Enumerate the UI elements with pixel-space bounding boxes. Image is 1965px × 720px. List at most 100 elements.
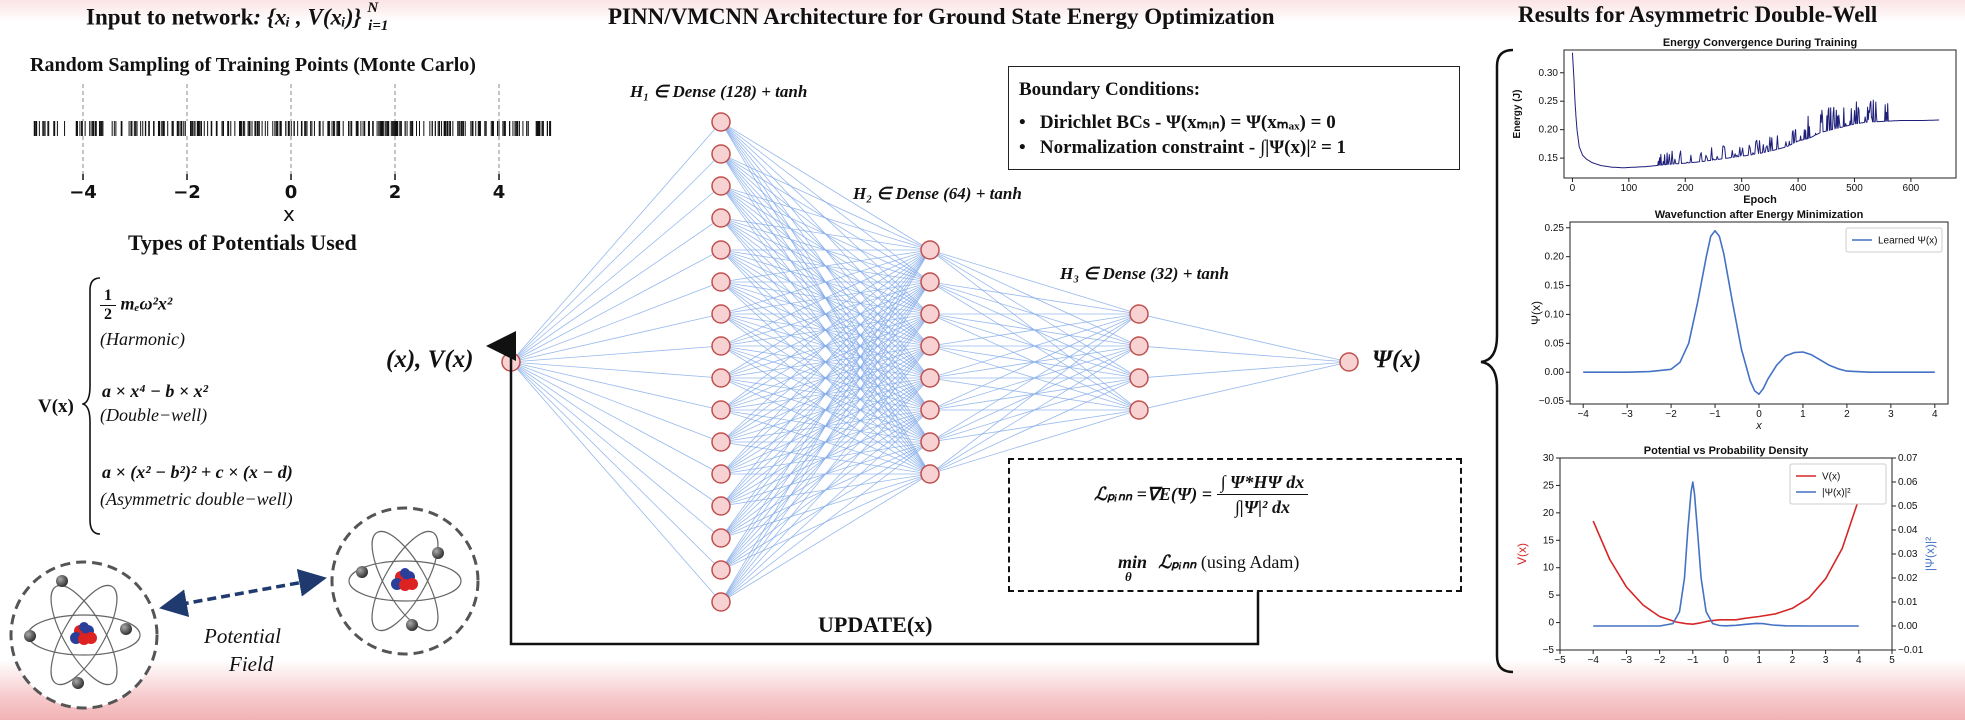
y-tick-label: 0.25 (1545, 223, 1565, 234)
network-edge (720, 249, 931, 347)
loss-numerator: ∫ Ψ*HΨ dx (1216, 470, 1309, 495)
potential-brace (82, 277, 101, 535)
x-tick-label: 5 (1889, 655, 1895, 666)
network-edge (720, 473, 931, 603)
network-edge (929, 313, 1140, 379)
network-edge (720, 377, 931, 603)
network-node-l3 (1129, 304, 1149, 324)
network-node-l1 (711, 144, 731, 164)
y-tick-label: 0.25 (1539, 96, 1559, 107)
sample-guides (82, 84, 500, 180)
network-edge (510, 361, 722, 603)
x-tick-label: 4 (1856, 655, 1862, 666)
x-tick-label: 500 (1846, 183, 1863, 194)
chart-title: Wavefunction after Energy Minimization (1655, 209, 1864, 221)
network-edge (720, 281, 931, 603)
y-right-axis-label: |Ψ(x)|² (1923, 537, 1937, 571)
sampling-axis-label: x (283, 202, 295, 226)
h3-label: H₃ ∈ Dense (32) + tanh (1060, 264, 1229, 283)
network-edge (720, 249, 931, 443)
x-tick-label: 600 (1903, 183, 1920, 194)
y-right-tick-label: 0.05 (1898, 501, 1918, 512)
network-edge (510, 345, 722, 363)
x-tick-label: 2 (1844, 409, 1850, 420)
sampling-tick-label: 2 (388, 182, 402, 203)
x-tick-label: 200 (1677, 183, 1694, 194)
loss-box: ℒₚᵢₙₙ =∇E(Ψ) = ∫ Ψ*HΨ dx ∫|Ψ|² dx minθ ℒ… (1008, 458, 1462, 592)
network-edge (510, 361, 722, 379)
network-edge (720, 121, 931, 251)
x-tick-label: −3 (1621, 655, 1633, 666)
y-axis-label: V(x) (1515, 543, 1529, 565)
network-node-l1 (711, 464, 731, 484)
atom-right-icon (330, 506, 480, 656)
network-node-l2 (920, 368, 940, 388)
network-edge (720, 153, 931, 251)
network-edge (1138, 361, 1350, 411)
network-node-l1 (711, 304, 731, 324)
network-edge (720, 249, 931, 411)
network-node-l4 (1339, 352, 1359, 372)
x-tick-label: 3 (1888, 409, 1894, 420)
network-edge (929, 313, 1140, 347)
network-edge (720, 249, 931, 475)
y-right-tick-label: 0.06 (1898, 477, 1918, 488)
series-line (1583, 229, 1935, 395)
loss-min: minθ ℒₚᵢₙₙ (using Adam) (1118, 552, 1300, 584)
network-node-l3 (1129, 336, 1149, 356)
y-tick-label: 0 (1548, 618, 1554, 629)
x-tick-label: −2 (1665, 409, 1677, 420)
network-edge (720, 249, 931, 379)
x-tick-label: −2 (1654, 655, 1666, 666)
double-expr: a × x⁴ − b × x² (102, 381, 209, 401)
boundary-item-normalization: • Normalization constraint - ∫|Ψ(x)|² = … (1019, 137, 1347, 158)
update-feedback-arrow (486, 331, 1260, 646)
asym-expr: a × (x² − b²)² + c × (x − d) (102, 462, 293, 482)
sampling-tick-label: 0 (284, 182, 298, 203)
atom-left-icon (9, 560, 159, 710)
sampling-tick-label: −2 (173, 182, 201, 203)
network-edge (720, 217, 931, 251)
network-edge (510, 361, 722, 475)
network-edge (510, 361, 722, 539)
loss-lhs: ℒₚᵢₙₙ =∇E(Ψ) = (1094, 484, 1213, 504)
network-edge (720, 249, 931, 283)
x-tick-label: 4 (1932, 409, 1938, 420)
x-axis-label: x (1755, 420, 1762, 432)
network-node-l2 (920, 272, 940, 292)
y-tick-label: 10 (1543, 563, 1555, 574)
x-tick-label: 2 (1790, 655, 1796, 666)
network-edge (929, 377, 1140, 475)
network-edge (720, 249, 931, 603)
network-node-l2 (920, 464, 940, 484)
network-edge (510, 361, 722, 507)
network-node-l2 (920, 400, 940, 420)
input-title-prefix: Input to network (86, 4, 254, 30)
potential-field-arrow (159, 568, 327, 618)
network-node-l1 (711, 592, 731, 612)
network-node-l1 (711, 240, 731, 260)
x-tick-label: 3 (1823, 655, 1829, 666)
network-edge (929, 313, 1140, 411)
x-tick-label: −3 (1621, 409, 1633, 420)
potential-field-line2: Field (229, 652, 274, 676)
potential-field-line1: Potential (204, 624, 281, 648)
network-edge (929, 409, 1140, 475)
loss-fraction: ∫ Ψ*HΨ dx ∫|Ψ|² dx (1216, 470, 1309, 519)
network-node-l1 (711, 528, 731, 548)
y-tick-label: −0.05 (1539, 396, 1565, 407)
network-edge (510, 313, 722, 363)
network-edge (510, 121, 722, 363)
y-right-tick-label: 0.00 (1898, 621, 1918, 632)
network-edge (510, 361, 722, 411)
output-node-label: Ψ(x) (1372, 346, 1422, 373)
network-edge (510, 361, 722, 571)
x-tick-label: 0 (1723, 655, 1729, 666)
x-tick-label: 0 (1570, 183, 1576, 194)
legend-box (1845, 227, 1943, 253)
x-axis-label: Epoch (1743, 194, 1777, 206)
x-tick-label: −1 (1709, 409, 1721, 420)
